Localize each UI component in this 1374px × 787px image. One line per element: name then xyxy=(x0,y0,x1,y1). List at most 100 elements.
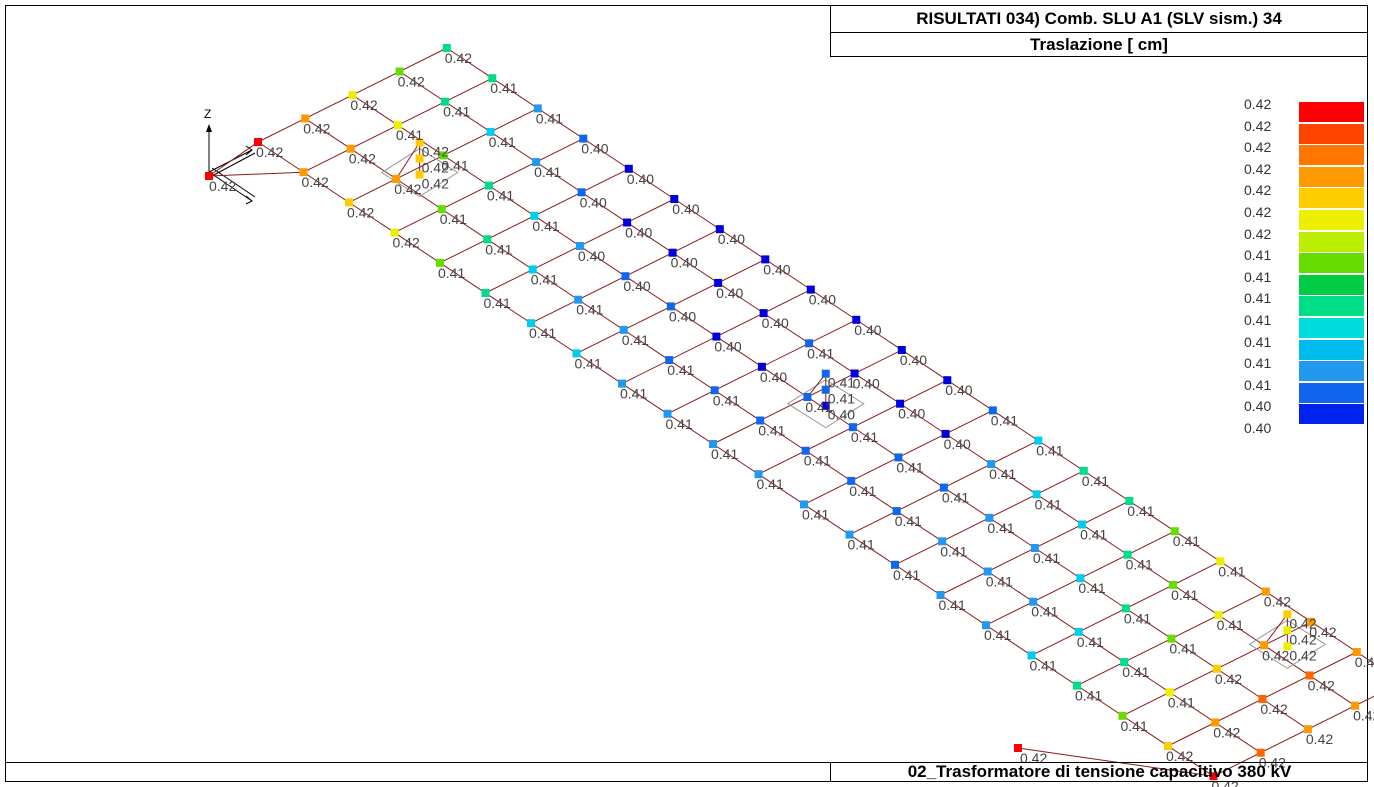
node-marker xyxy=(709,440,717,448)
node-value: 0.41 xyxy=(531,272,558,288)
node-value: 0.41 xyxy=(1169,641,1196,657)
node-value: 0.42 xyxy=(1260,701,1287,717)
node-marker xyxy=(756,416,765,425)
node-marker xyxy=(715,225,724,234)
node-marker xyxy=(1212,664,1221,673)
node-marker xyxy=(982,621,990,630)
node-marker xyxy=(395,67,404,76)
node-marker xyxy=(1214,611,1223,620)
node-value: 0.41 xyxy=(1036,443,1063,459)
node-value: 0.41 xyxy=(1033,550,1060,566)
node-value: 0.41 xyxy=(485,241,512,257)
node-marker xyxy=(619,325,628,334)
node-marker xyxy=(348,91,357,99)
node-marker xyxy=(852,315,861,324)
instrument-outline xyxy=(380,147,459,198)
support-node xyxy=(1014,744,1022,752)
node-marker xyxy=(845,530,854,539)
legend-swatch xyxy=(1299,404,1364,425)
node-value: 0.41 xyxy=(939,597,966,613)
node-value: 0.42 xyxy=(1309,624,1336,640)
node-value: 0.41 xyxy=(1171,587,1198,603)
instrument-value: 0.41 xyxy=(828,375,855,391)
legend-value: 0.42 xyxy=(1244,139,1272,156)
node-marker xyxy=(754,470,763,479)
longitudinal-beam xyxy=(352,94,1309,730)
legend-swatch xyxy=(1299,123,1364,144)
node-value: 0.41 xyxy=(711,446,738,462)
node-value: 0.40 xyxy=(669,308,696,324)
node-value: 0.40 xyxy=(760,369,787,385)
instrument-node xyxy=(415,170,424,179)
node-value: 0.41 xyxy=(848,537,875,553)
node-marker xyxy=(481,289,490,297)
node-value: 0.41 xyxy=(441,157,468,173)
legend-value: 0.41 xyxy=(1244,290,1272,307)
node-marker xyxy=(436,258,444,267)
node-value: 0.41 xyxy=(667,362,694,378)
node-value: 0.42 xyxy=(1215,671,1242,687)
node-marker xyxy=(665,356,674,365)
node-value: 0.41 xyxy=(849,483,876,499)
node-marker xyxy=(1120,658,1129,667)
legend-value: 0.41 xyxy=(1244,312,1272,328)
node-value: 0.40 xyxy=(627,171,654,187)
instrument-value: 0.42 xyxy=(422,144,449,160)
node-marker xyxy=(579,134,588,143)
node-marker xyxy=(891,560,899,569)
node-value: 0.41 xyxy=(984,627,1011,643)
node-value: 0.42 xyxy=(445,50,472,66)
node-marker xyxy=(757,362,766,371)
node-value: 0.42 xyxy=(1212,778,1239,787)
node-value: 0.40 xyxy=(944,436,971,452)
node-value: 0.42 xyxy=(393,235,420,251)
node-value: 0.41 xyxy=(940,543,967,559)
node-value: 0.42 xyxy=(1355,654,1374,670)
node-marker xyxy=(1351,701,1360,710)
node-marker xyxy=(1125,497,1134,505)
legend-swatch xyxy=(1299,339,1364,360)
node-value: 0.41 xyxy=(534,164,561,180)
node-marker xyxy=(1260,641,1269,650)
node-marker xyxy=(533,104,542,113)
node-value: 0.41 xyxy=(1173,533,1200,549)
support-link xyxy=(208,141,259,177)
node-value: 0.41 xyxy=(895,513,922,529)
node-value: 0.42 xyxy=(1262,647,1289,663)
node-marker xyxy=(345,198,353,207)
node-marker xyxy=(1074,627,1083,636)
legend-swatch xyxy=(1299,210,1364,230)
node-marker xyxy=(1307,617,1316,626)
node-marker xyxy=(1164,742,1172,750)
node-value: 0.41 xyxy=(622,332,649,348)
node-value: 0.41 xyxy=(529,325,556,341)
node-value: 0.41 xyxy=(807,345,834,361)
node-marker xyxy=(848,423,857,432)
node-value: 0.42 xyxy=(256,144,283,160)
support-node xyxy=(205,172,213,180)
node-marker xyxy=(1170,527,1179,536)
node-marker xyxy=(894,453,903,462)
node-value: 0.41 xyxy=(804,453,831,469)
legend-value: 0.41 xyxy=(1244,247,1272,264)
model-name: 02_Trasformatore di tensione capacitivo … xyxy=(830,762,1368,782)
node-marker xyxy=(484,181,493,190)
node-marker xyxy=(668,248,677,257)
legend-value: 0.42 xyxy=(1244,182,1272,199)
node-markers xyxy=(205,44,1361,781)
node-marker xyxy=(532,158,541,167)
longitudinal-beam xyxy=(257,141,1214,777)
node-marker xyxy=(712,332,721,341)
legend-swatch xyxy=(1299,145,1364,166)
node-marker xyxy=(1079,466,1088,475)
node-value: 0.41 xyxy=(1168,694,1195,710)
result-quantity: Traslazione [ cm] xyxy=(1030,35,1168,54)
node-value: 0.41 xyxy=(1078,580,1105,596)
legend-swatch xyxy=(1299,102,1364,122)
node-marker xyxy=(1165,688,1174,697)
node-marker xyxy=(761,255,770,264)
node-marker xyxy=(1256,748,1265,757)
node-marker xyxy=(1032,490,1041,499)
legend-value: 0.40 xyxy=(1244,420,1272,436)
node-value: 0.41 xyxy=(893,567,920,583)
